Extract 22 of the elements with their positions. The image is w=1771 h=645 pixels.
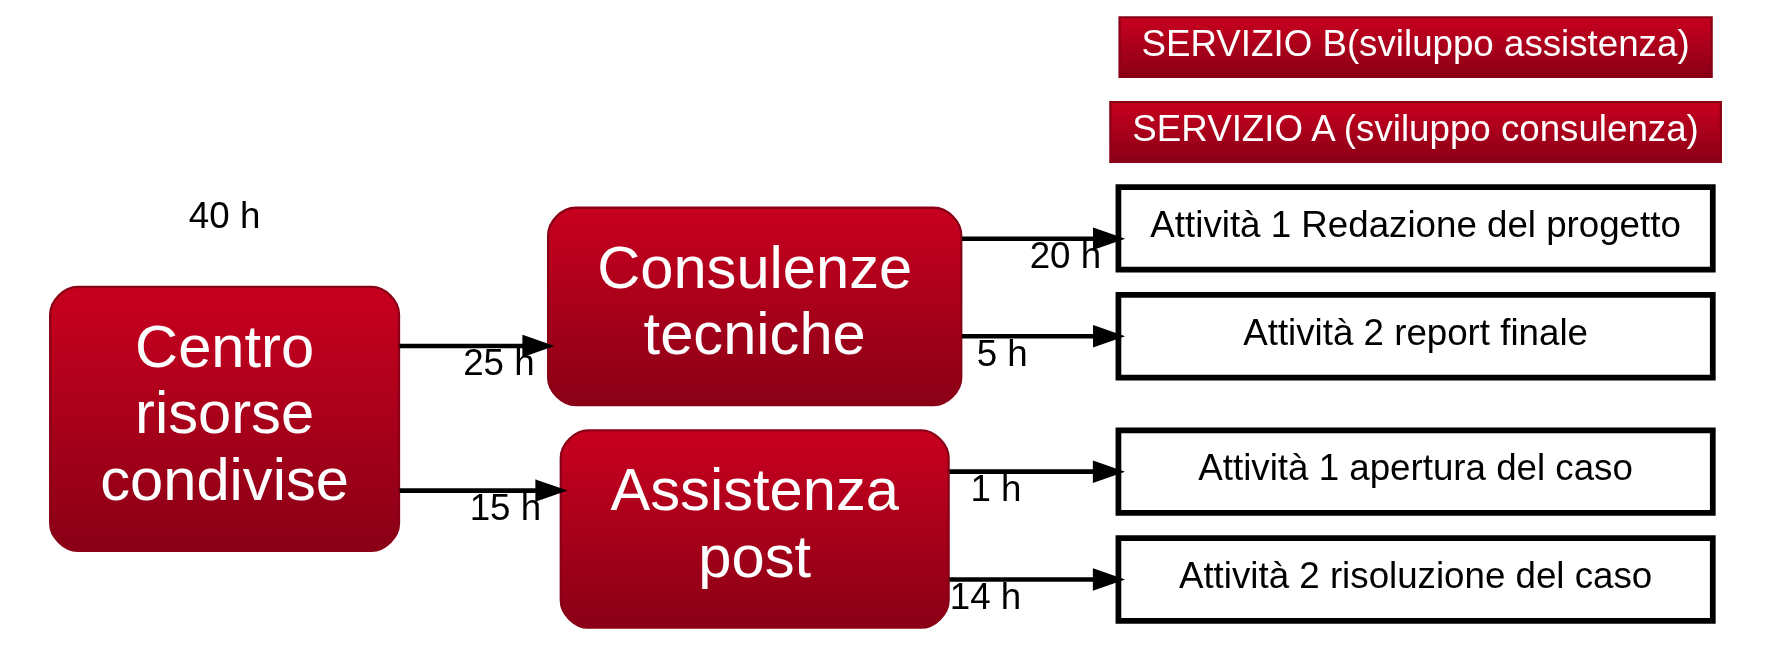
arrow <box>949 460 1126 483</box>
edge-label: 1 h <box>970 468 1022 510</box>
node-box: Attività 1 apertura del caso <box>1115 427 1716 516</box>
edge-label: 20 h <box>1029 235 1102 277</box>
arrow <box>399 479 568 502</box>
node-box: Attività 2 risoluzione del caso <box>1115 535 1716 624</box>
node-box: Consulenze tecniche <box>547 206 963 407</box>
edge-label: 15 h <box>469 486 542 528</box>
edge-label: 14 h <box>949 575 1022 617</box>
arrow <box>399 334 555 358</box>
node-box: Attività 1 Redazione del progetto <box>1115 184 1716 273</box>
arrow <box>949 568 1126 591</box>
edge-label: 5 h <box>976 332 1028 374</box>
node-box: Centro risorse condivise <box>49 285 401 552</box>
label: 40 h <box>188 194 261 236</box>
node-box: Assistenza post <box>559 429 950 629</box>
arrow <box>962 325 1126 348</box>
arrow <box>962 227 1126 250</box>
node-box: Attività 2 report finale <box>1115 292 1716 381</box>
node-box: SERVIZIO A (sviluppo consulenza) <box>1109 101 1722 163</box>
node-box: SERVIZIO B(sviluppo assistenza) <box>1118 16 1713 79</box>
edge-label: 25 h <box>463 342 535 384</box>
